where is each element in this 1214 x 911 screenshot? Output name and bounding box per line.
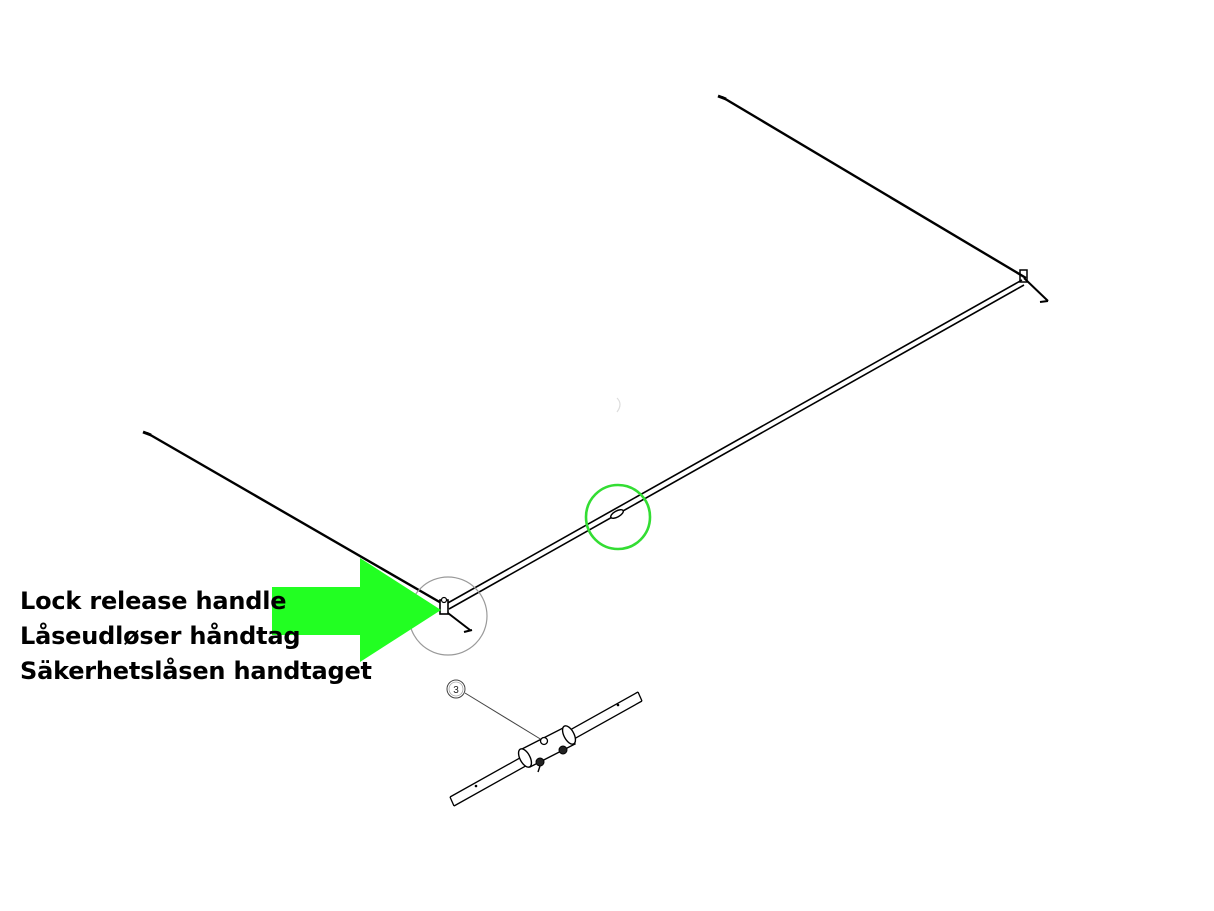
lock-release-handle [439, 596, 449, 615]
right-side-bar [717, 94, 1049, 303]
right-arrow-icon [272, 558, 441, 662]
label-danish: Låseudløser håndtag [20, 622, 301, 650]
callout-3: 3 [446, 679, 543, 741]
label-english: Lock release handle [20, 587, 287, 615]
highlight-circle [584, 483, 652, 551]
callout-number: 3 [453, 685, 459, 696]
label-swedish: Säkerhetslåsen handtaget [20, 657, 372, 685]
lock-release-caption: Lock release handle Låseudløser håndtag … [20, 584, 372, 689]
detail-part [449, 691, 643, 807]
faint-mark [616, 397, 621, 413]
main-cross-bar [445, 279, 1025, 610]
